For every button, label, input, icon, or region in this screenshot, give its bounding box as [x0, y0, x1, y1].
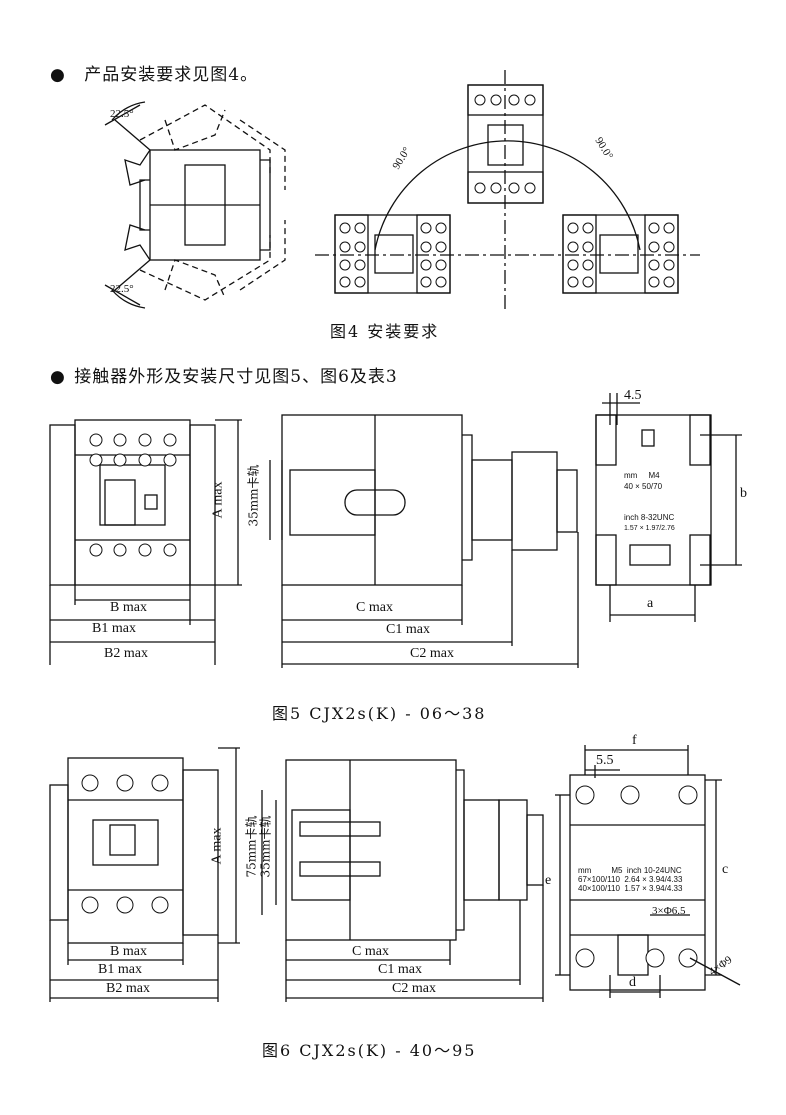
- fig5-side-view: [269, 414, 578, 586]
- fig4-rotation-diagram: [315, 70, 700, 310]
- fig5-b1-max: B1 max: [92, 621, 136, 636]
- fig5-mm-size: 40 × 50/70: [624, 482, 663, 491]
- angle-left-bottom: 22.5°: [110, 283, 134, 295]
- fig4-tilt-diagram: [104, 101, 286, 309]
- fig5-caption: 图5 CJX2s(K) - 06～38: [272, 704, 487, 723]
- fig6-unit-inch: inch: [626, 866, 642, 875]
- fig6-c2-max: C2 max: [392, 981, 436, 996]
- fig5-b2-max: B2 max: [104, 646, 148, 661]
- fig6-inch-row1: 2.64 × 3.94/4.33: [624, 875, 683, 884]
- fig5-screw-m: M4: [648, 471, 660, 480]
- fig5-dim-4-5: 4.5: [624, 388, 642, 403]
- bullet: ●: [50, 367, 66, 387]
- fig6-front-view: [49, 757, 219, 944]
- fig6-rail35: 35mm卡轨: [258, 815, 273, 878]
- fig5-inch-size: 1.57 × 1.97/2.76: [624, 525, 675, 532]
- fig5-c1-max: C1 max: [386, 622, 430, 637]
- fig6-drawing: [49, 745, 741, 1002]
- fig6-dim-c: c: [722, 862, 729, 877]
- fig5-dim-a: a: [647, 596, 654, 611]
- section2-heading: ● 接触器外形及安装尺寸见图5、图6及表3: [50, 362, 398, 387]
- fig6-mounting-view: [569, 774, 706, 991]
- fig6-caption: 图6 CJX2s(K) - 40～95: [262, 1041, 477, 1060]
- fig6-b1-max: B1 max: [98, 962, 142, 977]
- fig6-c-max: C max: [352, 944, 389, 959]
- fig6-screw-inch: 10-24UNC: [643, 866, 682, 875]
- fig6-screw-m: M5: [611, 866, 623, 875]
- fig4-caption: 图4 安装要求: [330, 322, 440, 341]
- fig6-dim-e: e: [545, 873, 552, 888]
- fig5-c2-max: C2 max: [410, 646, 454, 661]
- fig5-screw-inch: 8-32UNC: [640, 513, 675, 522]
- section1-heading: ● 产品安装要求见图4。: [50, 60, 258, 85]
- section2-text: 接触器外形及安装尺寸见图5、图6及表3: [74, 367, 398, 387]
- fig6-holes3: 3×Φ6.5: [652, 905, 686, 917]
- fig5-drawing: [49, 393, 742, 668]
- fig6-dim-5-5: 5.5: [596, 753, 614, 768]
- fig5-unit-inch: inch: [624, 513, 639, 522]
- fig6-dim-d: d: [629, 975, 636, 990]
- fig5-dim-b: b: [740, 486, 747, 501]
- fig6-mm-row1: 67×100/110: [578, 875, 620, 884]
- angle-left-top: 22.5°: [110, 108, 134, 120]
- fig6-spec-block: mm M5 inch 10-24UNC 67×100/110 2.64 × 3.…: [578, 866, 682, 893]
- fig6-unit-mm: mm: [578, 866, 592, 875]
- fig6-side-view: [261, 759, 544, 941]
- fig6-b2-max: B2 max: [106, 981, 150, 996]
- fig5-c-max: C max: [356, 600, 393, 615]
- fig6-b-max: B max: [110, 944, 147, 959]
- fig5-mounting-view: [595, 414, 712, 586]
- fig5-unit-mm: mm: [624, 471, 638, 480]
- fig4-terminal-screws: [339, 94, 675, 288]
- fig6-mm-row2: 40×100/110: [578, 884, 620, 893]
- fig6-dim-f: f: [632, 733, 637, 748]
- fig6-inch-row2: 1.57 × 3.94/4.33: [624, 884, 683, 893]
- section1-text: 产品安装要求见图4。: [84, 65, 259, 85]
- fig6-a-max: A max: [209, 827, 225, 865]
- bullet: ●: [50, 65, 66, 85]
- fig5-b-max: B max: [110, 600, 147, 615]
- fig4-drawing: 22.5° 22.5° 90.0° 90.0°: [104, 70, 700, 310]
- fig6-c1-max: C1 max: [378, 962, 422, 977]
- fig5-spec-block: mm M4 40 × 50/70 inch 8-32UNC 1.57 × 1.9…: [624, 470, 675, 534]
